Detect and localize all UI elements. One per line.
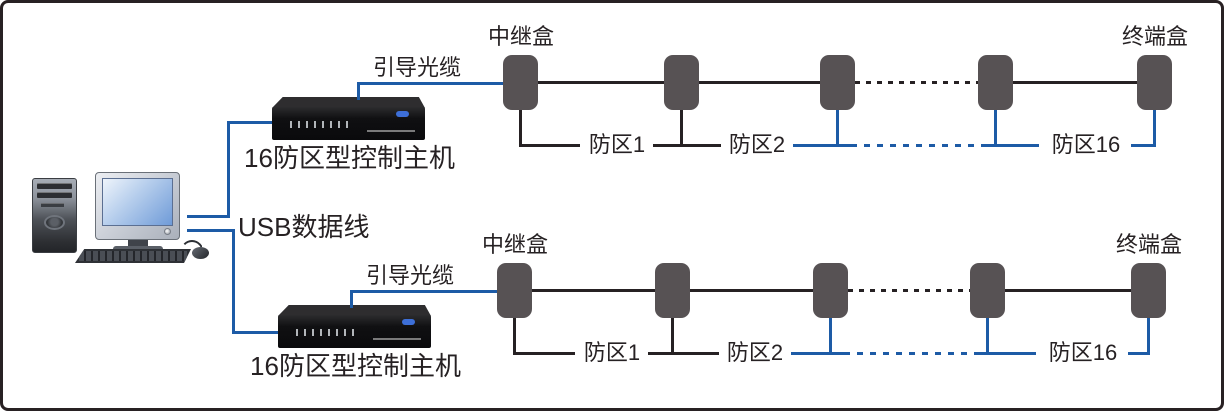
zone-drop-line bbox=[519, 110, 522, 146]
host-top-panel bbox=[278, 305, 431, 316]
zone-link-line bbox=[791, 352, 844, 355]
host-led-row bbox=[290, 121, 352, 128]
relay-box bbox=[497, 263, 532, 318]
relay-box-label: 中继盒 bbox=[481, 232, 548, 257]
control-host-label: 16防区型控制主机 bbox=[244, 143, 455, 173]
guide-fiber-line bbox=[357, 82, 503, 85]
fiber-bus-line-dashed bbox=[848, 289, 970, 292]
fiber-bus-line bbox=[1005, 289, 1131, 292]
keyboard bbox=[75, 249, 191, 263]
mouse bbox=[192, 247, 209, 259]
host-top-panel bbox=[272, 97, 425, 108]
zone-label-2: 防区2 bbox=[726, 340, 784, 365]
zone-link-line bbox=[982, 144, 1039, 147]
host-led-row bbox=[296, 329, 358, 336]
host-model-text bbox=[373, 338, 421, 340]
fiber-bus-line bbox=[690, 289, 813, 292]
terminal-box bbox=[1137, 55, 1172, 110]
floppy-slot bbox=[41, 203, 64, 207]
fiber-bus-line bbox=[1013, 81, 1137, 84]
fiber-chain-1: 中继盒 终端盒 引导光缆 16防区型控制主机 bbox=[0, 25, 1224, 175]
fiber-bus-line bbox=[538, 81, 664, 84]
zone-drop-line bbox=[829, 318, 832, 354]
zone-drop-line bbox=[986, 318, 989, 354]
zone-drop-line bbox=[680, 110, 683, 146]
drive-bay bbox=[37, 192, 72, 198]
guide-fiber-label: 引导光缆 bbox=[365, 263, 454, 288]
host-logo-icon bbox=[396, 111, 409, 117]
keyboard-keys bbox=[79, 251, 187, 261]
terminal-box-label: 终端盒 bbox=[1121, 24, 1188, 49]
usb-cable-line bbox=[187, 229, 235, 232]
usb-cable-line bbox=[232, 229, 235, 334]
monitor-screen bbox=[102, 178, 173, 226]
fiber-chain-2: 中继盒 终端盒 引导光缆 16防区型控制主机 bbox=[0, 233, 1224, 383]
usb-cable-line bbox=[227, 121, 275, 124]
chain-box bbox=[813, 263, 848, 318]
chain-box bbox=[820, 55, 855, 110]
zone-link-line-dashed bbox=[844, 352, 974, 355]
zone-drop-line bbox=[671, 318, 674, 354]
relay-box-label: 中继盒 bbox=[487, 24, 554, 49]
zone-drop-line bbox=[513, 318, 516, 354]
power-button-icon bbox=[164, 228, 171, 235]
zone-link-line bbox=[974, 352, 1036, 355]
usb-cable-line bbox=[187, 215, 230, 218]
zone-link-line bbox=[513, 352, 575, 355]
chain-box bbox=[978, 55, 1013, 110]
guide-fiber-line bbox=[350, 290, 353, 308]
guide-fiber-line bbox=[357, 82, 360, 100]
zone-link-line bbox=[648, 352, 719, 355]
zone-link-line bbox=[793, 144, 851, 147]
terminal-box bbox=[1131, 263, 1166, 318]
monitor bbox=[95, 172, 180, 240]
zone-label-2: 防区2 bbox=[728, 132, 786, 157]
chain-box bbox=[655, 263, 690, 318]
guide-fiber-line bbox=[350, 290, 497, 293]
usb-cable-line bbox=[227, 121, 230, 218]
zone-label-16: 防区16 bbox=[1048, 340, 1118, 365]
fiber-bus-line bbox=[699, 81, 820, 84]
usb-cable-label: USB数据线 bbox=[238, 212, 370, 242]
relay-box bbox=[503, 55, 538, 110]
zone-link-line bbox=[1128, 352, 1150, 355]
zone-drop-line bbox=[994, 110, 997, 146]
monitor-stand bbox=[128, 240, 148, 247]
terminal-box-label: 终端盒 bbox=[1115, 232, 1182, 257]
control-host-label: 16防区型控制主机 bbox=[250, 351, 461, 381]
zone-label-16: 防区16 bbox=[1051, 132, 1121, 157]
host-logo-icon bbox=[402, 319, 415, 325]
pc-tower bbox=[32, 178, 77, 253]
chain-box bbox=[664, 55, 699, 110]
host-model-text bbox=[367, 130, 415, 132]
fiber-bus-line bbox=[532, 289, 655, 292]
zone-link-line bbox=[653, 144, 721, 147]
zone-label-1: 防区1 bbox=[583, 340, 641, 365]
usb-cable-line bbox=[232, 331, 281, 334]
drive-bay bbox=[37, 183, 72, 189]
zone-drop-line bbox=[836, 110, 839, 146]
fiber-bus-line-dashed bbox=[855, 81, 978, 84]
zone-drop-line bbox=[1147, 318, 1150, 354]
mouse-cable bbox=[180, 240, 204, 254]
guide-fiber-label: 引导光缆 bbox=[372, 55, 461, 80]
zone-link-line bbox=[519, 144, 580, 147]
zone-label-1: 防区1 bbox=[588, 132, 646, 157]
chain-box bbox=[970, 263, 1005, 318]
zone-drop-line bbox=[1153, 110, 1156, 146]
control-host bbox=[278, 305, 431, 348]
tower-badge bbox=[44, 215, 65, 230]
control-host bbox=[272, 97, 425, 140]
zone-link-line bbox=[1131, 144, 1156, 147]
zone-link-line-dashed bbox=[851, 144, 982, 147]
